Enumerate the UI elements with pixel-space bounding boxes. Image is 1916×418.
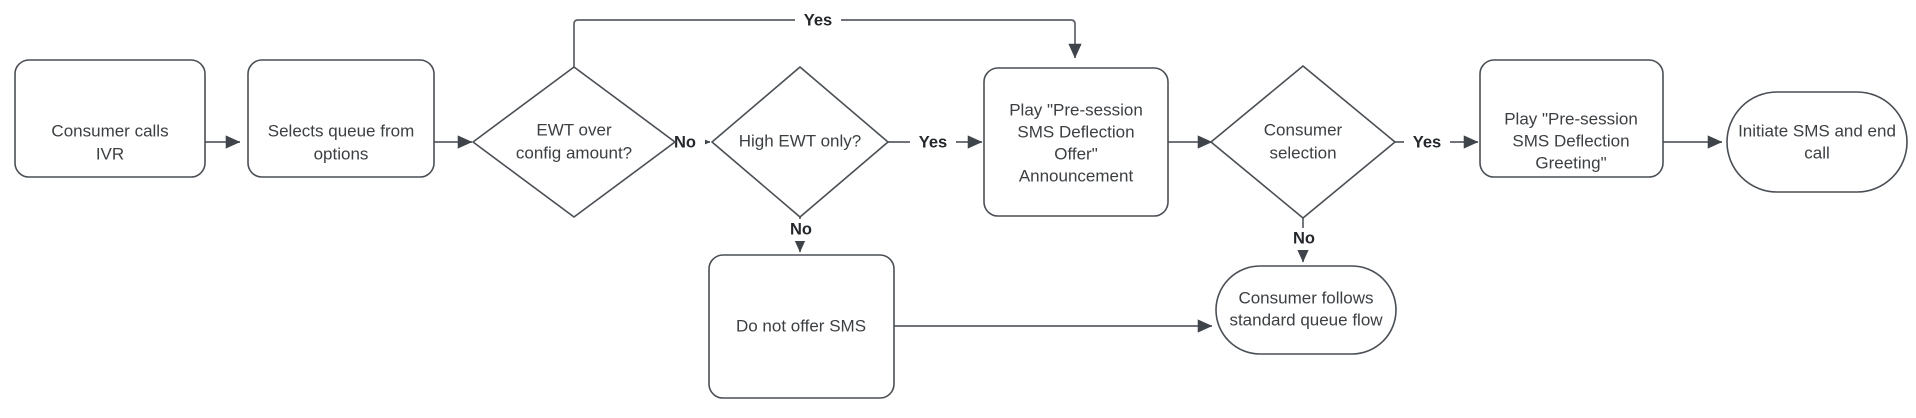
node-label-standard-queue-line2: standard queue flow: [1229, 310, 1383, 329]
node-shape-standard-queue-flow[interactable]: [1215, 265, 1397, 355]
node-label-standard-queue-line1: Consumer follows: [1238, 288, 1373, 307]
node-label-selects-queue-line2: options: [314, 144, 369, 163]
edge-label-no-consumer: No: [1293, 229, 1315, 247]
node-label-play-offer-line4: Announcement: [1019, 166, 1134, 185]
node-do-not-offer-sms[interactable]: Do not offer SMS: [708, 254, 895, 399]
node-label-play-offer-line1: Play "Pre-session: [1009, 100, 1143, 119]
node-label-do-not-offer-sms: Do not offer SMS: [736, 316, 866, 335]
node-label-initiate-sms-line2: call: [1804, 143, 1830, 162]
node-shape-selects-queue-from-options[interactable]: [247, 59, 435, 178]
node-label-play-greeting-line3: Greeting": [1535, 153, 1606, 172]
edge-label-bg-no-ewt: [665, 132, 705, 153]
node-shape-consumer-selection[interactable]: [1210, 65, 1396, 219]
node-shape-consumer-calls-ivr[interactable]: [14, 59, 206, 178]
edge-consumer-selection-yes-to-play-greeting: Yes: [1395, 132, 1479, 153]
node-label-consumer-selection-line1: Consumer: [1264, 120, 1343, 139]
node-high-ewt-only[interactable]: High EWT only?: [711, 66, 889, 218]
node-selects-queue-from-options[interactable]: Selects queue from options: [247, 59, 435, 178]
node-shape-high-ewt-only[interactable]: [711, 66, 889, 218]
edge-label-bg-yes-high-ewt: [910, 132, 956, 153]
node-initiate-sms-and-end-call[interactable]: Initiate SMS and end call: [1726, 91, 1908, 193]
node-label-initiate-sms-line1: Initiate SMS and end: [1738, 121, 1896, 140]
node-label-play-greeting-line2: SMS Deflection: [1512, 131, 1629, 150]
edge-ewt-no-to-high-ewt: No: [665, 132, 711, 153]
node-label-consumer-calls-ivr-line1: Consumer calls: [51, 121, 168, 140]
node-consumer-follows-standard-queue-flow[interactable]: Consumer follows standard queue flow: [1215, 265, 1397, 355]
node-label-selects-queue-line1: Selects queue from: [268, 121, 414, 140]
edge-label-bg-no-high-ewt: [782, 219, 820, 241]
node-shape-ewt-over-config-amount[interactable]: [472, 66, 676, 218]
node-shape-do-not-offer-sms[interactable]: [708, 254, 895, 399]
node-label-play-greeting-line1: Play "Pre-session: [1504, 109, 1638, 128]
edge-consumer-selection-no-to-standard-queue: No: [1285, 176, 1323, 263]
node-consumer-calls-ivr[interactable]: Consumer calls IVR: [14, 59, 206, 178]
node-shape-play-offer[interactable]: [983, 67, 1169, 217]
edge-label-bg-no-consumer: [1285, 228, 1323, 250]
node-ewt-over-config-amount[interactable]: EWT over config amount?: [472, 66, 676, 218]
node-label-high-ewt-only: High EWT only?: [739, 131, 862, 150]
node-label-consumer-selection-line2: selection: [1269, 143, 1336, 162]
node-label-play-offer-line3: Offer": [1054, 144, 1098, 163]
edge-label-yes-consumer: Yes: [1413, 133, 1441, 151]
edge-label-bg-yes-consumer: [1404, 132, 1450, 153]
node-label-play-offer-line2: SMS Deflection: [1017, 122, 1134, 141]
edge-label-yes-high-ewt: Yes: [919, 133, 947, 151]
edge-label-no-high-ewt: No: [790, 220, 812, 238]
node-label-ewt-line2: config amount?: [516, 143, 632, 162]
node-label-consumer-calls-ivr-line2: IVR: [96, 144, 124, 163]
node-play-sms-deflection-greeting[interactable]: Play "Pre-session SMS Deflection Greetin…: [1479, 59, 1664, 178]
edge-label-yes-top: Yes: [804, 11, 832, 29]
node-consumer-selection[interactable]: Consumer selection: [1210, 65, 1396, 219]
node-label-ewt-line1: EWT over: [536, 120, 612, 139]
edge-high-ewt-yes-to-play-offer: Yes: [888, 132, 983, 153]
edge-label-no-ewt: No: [674, 133, 696, 151]
node-shape-play-greeting[interactable]: [1479, 59, 1664, 178]
node-play-sms-deflection-offer-announcement[interactable]: Play "Pre-session SMS Deflection Offer" …: [983, 67, 1169, 217]
edge-label-bg-yes-top: [795, 9, 841, 31]
node-shape-initiate-sms[interactable]: [1726, 91, 1908, 193]
edge-ewt-yes-to-play-offer: Yes: [573, 9, 1082, 68]
